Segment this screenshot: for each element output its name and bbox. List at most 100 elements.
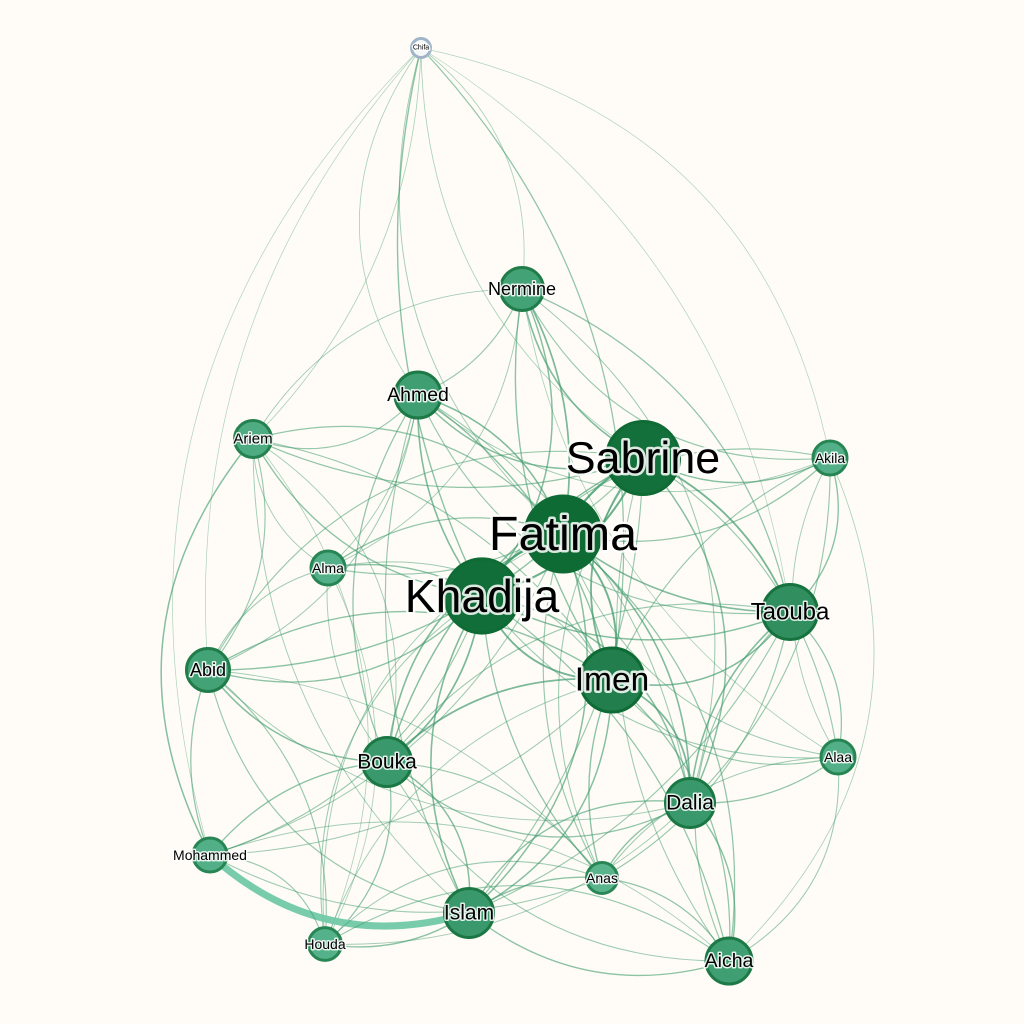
edge-abid-houda [207, 669, 327, 945]
node-label-ahmed: Ahmed [387, 384, 449, 406]
node-bouka[interactable] [361, 736, 413, 788]
node-label-islam: Islam [444, 902, 494, 925]
edge-alaa-aicha [728, 756, 840, 962]
edge-chifa-imen [420, 47, 625, 681]
node-aicha[interactable] [704, 936, 754, 986]
edge-ahmed-bouka [352, 394, 419, 763]
node-alaa[interactable] [819, 738, 857, 776]
edge-imen-mohammed [209, 679, 613, 856]
edge-ariem-bouka [252, 438, 397, 763]
node-label-mohammed: Mohammed [173, 847, 247, 863]
edge-chifa-taouba [420, 47, 791, 613]
edge-chifa-khadija [396, 47, 483, 597]
edge-dalia-islam [468, 800, 691, 914]
edge-taouba-anas [601, 611, 791, 879]
edge-fatima-aicha [562, 533, 736, 962]
node-label-fatima: Fatima [489, 507, 637, 561]
node-alma[interactable] [309, 549, 347, 587]
node-ariem[interactable] [233, 419, 273, 459]
edge-akila-dalia [689, 457, 831, 804]
edge-chifa-nermine [420, 47, 525, 290]
edge-khadija-houda [320, 595, 483, 945]
edge-mohammed-aicha [209, 821, 730, 962]
edge-sabrine-aicha [615, 457, 730, 962]
edge-bouka-dalia [386, 761, 691, 838]
node-mohammed[interactable] [191, 836, 229, 874]
node-label-dalia: Dalia [666, 792, 714, 815]
edge-fatima-mohammed [209, 533, 564, 856]
edge-abid-imen [207, 611, 613, 681]
edge-chifa-ariem [252, 47, 422, 440]
node-imen[interactable] [578, 646, 646, 714]
edge-khadija-alaa [481, 595, 839, 759]
edge-imen-islam [468, 679, 613, 914]
edge-mohammed-islam [206, 851, 473, 930]
edge-taouba-bouka [386, 603, 791, 763]
edge-taouba-aicha [694, 611, 791, 962]
edge-sabrine-alaa [642, 457, 839, 758]
node-fatima[interactable] [523, 494, 603, 574]
edge-ahmed-abid [207, 394, 419, 671]
edge-chifa-mohammed [172, 47, 422, 856]
edge-mohammed-houda [209, 854, 326, 945]
node-abid[interactable] [185, 647, 231, 693]
edge-sabrine-alma [327, 457, 644, 575]
edge-ariem-sabrine [252, 438, 644, 489]
edge-dalia-houda [324, 802, 691, 945]
node-label-aicha: Aicha [705, 950, 754, 972]
edge-fatima-abid [207, 533, 564, 671]
node-label-taouba: Taouba [751, 599, 830, 626]
node-taouba[interactable] [761, 583, 819, 641]
edge-chifa-sabrine [420, 47, 644, 459]
edge-fatima-alaa [562, 533, 839, 758]
edge-chifa-abid [205, 47, 422, 671]
edge-ariem-mohammed [160, 438, 254, 856]
node-label-imen: Imen [575, 662, 649, 699]
edge-nermine-dalia [521, 288, 716, 804]
edge-imen-alaa [611, 679, 839, 765]
edge-khadija-islam [430, 595, 483, 914]
node-akila[interactable] [811, 439, 849, 477]
node-label-khadija: Khadija [405, 570, 560, 622]
edge-ariem-khadija [252, 438, 483, 597]
edge-khadija-abid [207, 595, 483, 683]
edge-fatima-islam [468, 533, 589, 914]
node-khadija[interactable] [443, 557, 521, 635]
node-chifa[interactable] [410, 37, 432, 59]
edge-nermine-taouba [521, 288, 791, 613]
edge-abid-bouka [207, 669, 388, 763]
edge-ariem-imen [252, 438, 613, 681]
edge-mohammed-anas [209, 854, 603, 913]
node-label-sabrine: Sabrine [566, 433, 720, 483]
edge-imen-houda [324, 679, 613, 945]
node-ahmed[interactable] [393, 370, 443, 420]
node-islam[interactable] [443, 887, 495, 939]
edge-ahmed-islam [384, 394, 470, 914]
edge-khadija-taouba [481, 595, 791, 641]
edge-akila-fatima [562, 457, 831, 543]
edge-fatima-bouka [386, 533, 564, 763]
node-houda[interactable] [307, 926, 343, 962]
edge-abid-anas [207, 669, 603, 879]
edge-chifa-ahmed [358, 47, 422, 396]
edge-islam-aicha [468, 912, 730, 977]
node-label-abid: Abid [190, 660, 226, 680]
node-dalia[interactable] [664, 777, 716, 829]
node-sabrine[interactable] [605, 420, 681, 496]
edge-bouka-mohammed [209, 761, 388, 856]
edge-sabrine-anas [558, 457, 644, 879]
node-anas[interactable] [585, 861, 619, 895]
edge-khadija-aicha [481, 595, 730, 962]
node-label-akila: Akila [815, 450, 846, 466]
edge-anas-houda [324, 860, 603, 945]
node-label-houda: Houda [304, 936, 345, 952]
node-label-ariem: Ariem [233, 431, 272, 448]
node-nermine[interactable] [499, 266, 545, 312]
edge-alma-bouka [326, 567, 388, 763]
edge-ariem-fatima [252, 425, 564, 535]
edge-ariem-houda [252, 438, 369, 945]
edge-ahmed-alma [327, 394, 419, 569]
edge-chifa-akila [420, 47, 831, 459]
edge-bouka-aicha [386, 761, 730, 962]
